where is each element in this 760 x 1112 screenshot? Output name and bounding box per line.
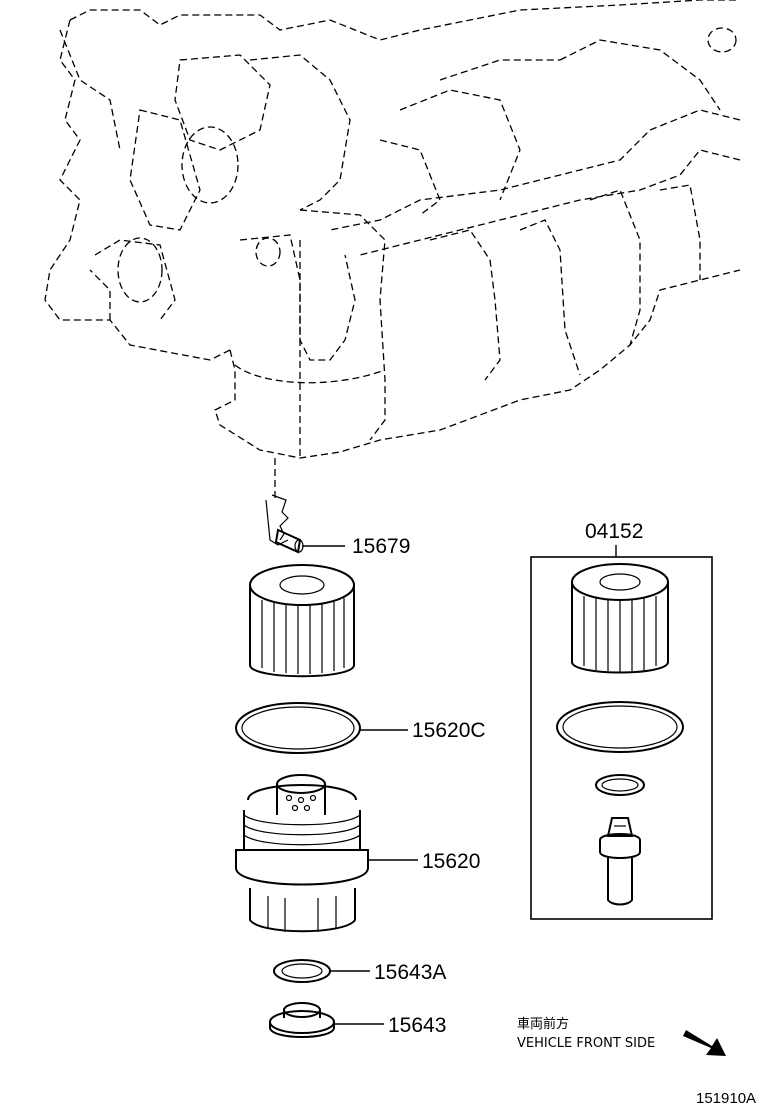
part-label-15643: 15643 bbox=[388, 1014, 446, 1037]
kit-o-ring-large bbox=[556, 701, 684, 753]
vehicle-front-note-ja: 車両前方 bbox=[517, 1016, 569, 1032]
arrow-down-right-icon bbox=[683, 1030, 726, 1056]
drain-plug-15643[interactable] bbox=[269, 1002, 335, 1038]
kit-filter-element bbox=[571, 563, 669, 674]
kit-drain-pipe bbox=[599, 817, 641, 906]
gasket-15643A[interactable] bbox=[273, 959, 331, 983]
part-label-15620: 15620 bbox=[422, 850, 480, 873]
part-label-15643A: 15643A bbox=[374, 961, 446, 984]
union-pipe-15679[interactable] bbox=[265, 494, 304, 554]
filter-cap-15620[interactable] bbox=[235, 774, 369, 933]
vehicle-front-note-en: VEHICLE FRONT SIDE bbox=[517, 1036, 655, 1051]
part-label-04152: 04152 bbox=[585, 520, 643, 543]
figure-id: 151910A bbox=[696, 1090, 756, 1107]
engine-block-outline bbox=[44, 0, 741, 500]
part-label-15620C: 15620C bbox=[412, 719, 486, 742]
element-kit-box-04152[interactable] bbox=[530, 556, 713, 920]
part-label-15679: 15679 bbox=[352, 535, 410, 558]
kit-o-ring-small bbox=[595, 774, 645, 796]
oil-filter-element-left[interactable] bbox=[249, 564, 355, 678]
o-ring-15620C[interactable] bbox=[235, 702, 361, 754]
